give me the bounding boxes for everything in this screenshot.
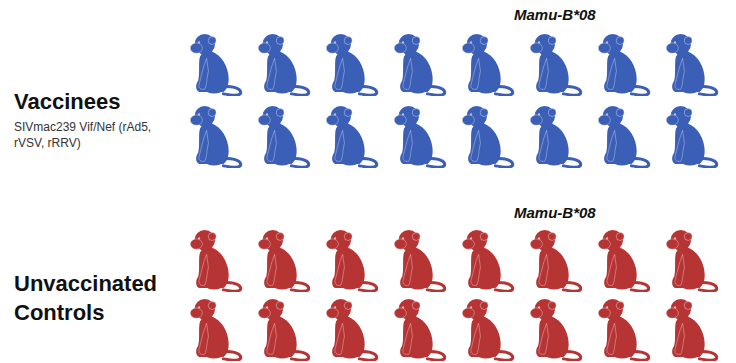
monkey-icon xyxy=(258,299,308,360)
monkey-icon xyxy=(666,34,716,95)
vaccine-description: SIVmac239 Vif/Nef (rAd5, rVSV, rRRV) xyxy=(14,120,164,151)
monkey-icon xyxy=(462,299,512,360)
monkey-icon xyxy=(462,106,512,167)
monkey-icon xyxy=(190,299,240,360)
monkey-icon xyxy=(598,106,648,167)
monkey-icon xyxy=(530,106,580,167)
monkey-icon xyxy=(666,106,716,167)
monkey-icon xyxy=(394,299,444,360)
monkey-icon xyxy=(598,34,648,95)
monkey-icon xyxy=(258,34,308,95)
monkey-icon xyxy=(394,34,444,95)
monkey-icon xyxy=(326,106,376,167)
monkey-icon xyxy=(598,230,648,291)
monkey-icon xyxy=(666,299,716,360)
monkey-icon xyxy=(462,230,512,291)
monkey-icon xyxy=(258,106,308,167)
monkey-icon xyxy=(190,230,240,291)
monkey-icon xyxy=(326,230,376,291)
allele-label: Mamu-B*08 xyxy=(514,6,596,23)
allele-label: Mamu-B*08 xyxy=(514,204,596,221)
group-title: Unvaccinated Controls xyxy=(14,270,182,327)
monkey-icon xyxy=(326,299,376,360)
monkey-icon xyxy=(190,34,240,95)
monkey-icon xyxy=(530,230,580,291)
monkey-icon xyxy=(326,34,376,95)
monkey-icon xyxy=(530,34,580,95)
monkey-icon xyxy=(598,299,648,360)
group-title: Vaccinees xyxy=(14,88,184,117)
monkey-icon xyxy=(462,34,512,95)
monkey-icon xyxy=(394,230,444,291)
monkey-icon xyxy=(666,230,716,291)
monkey-icon xyxy=(258,230,308,291)
monkey-icon xyxy=(190,106,240,167)
monkey-icon xyxy=(530,299,580,360)
monkey-icon xyxy=(394,106,444,167)
